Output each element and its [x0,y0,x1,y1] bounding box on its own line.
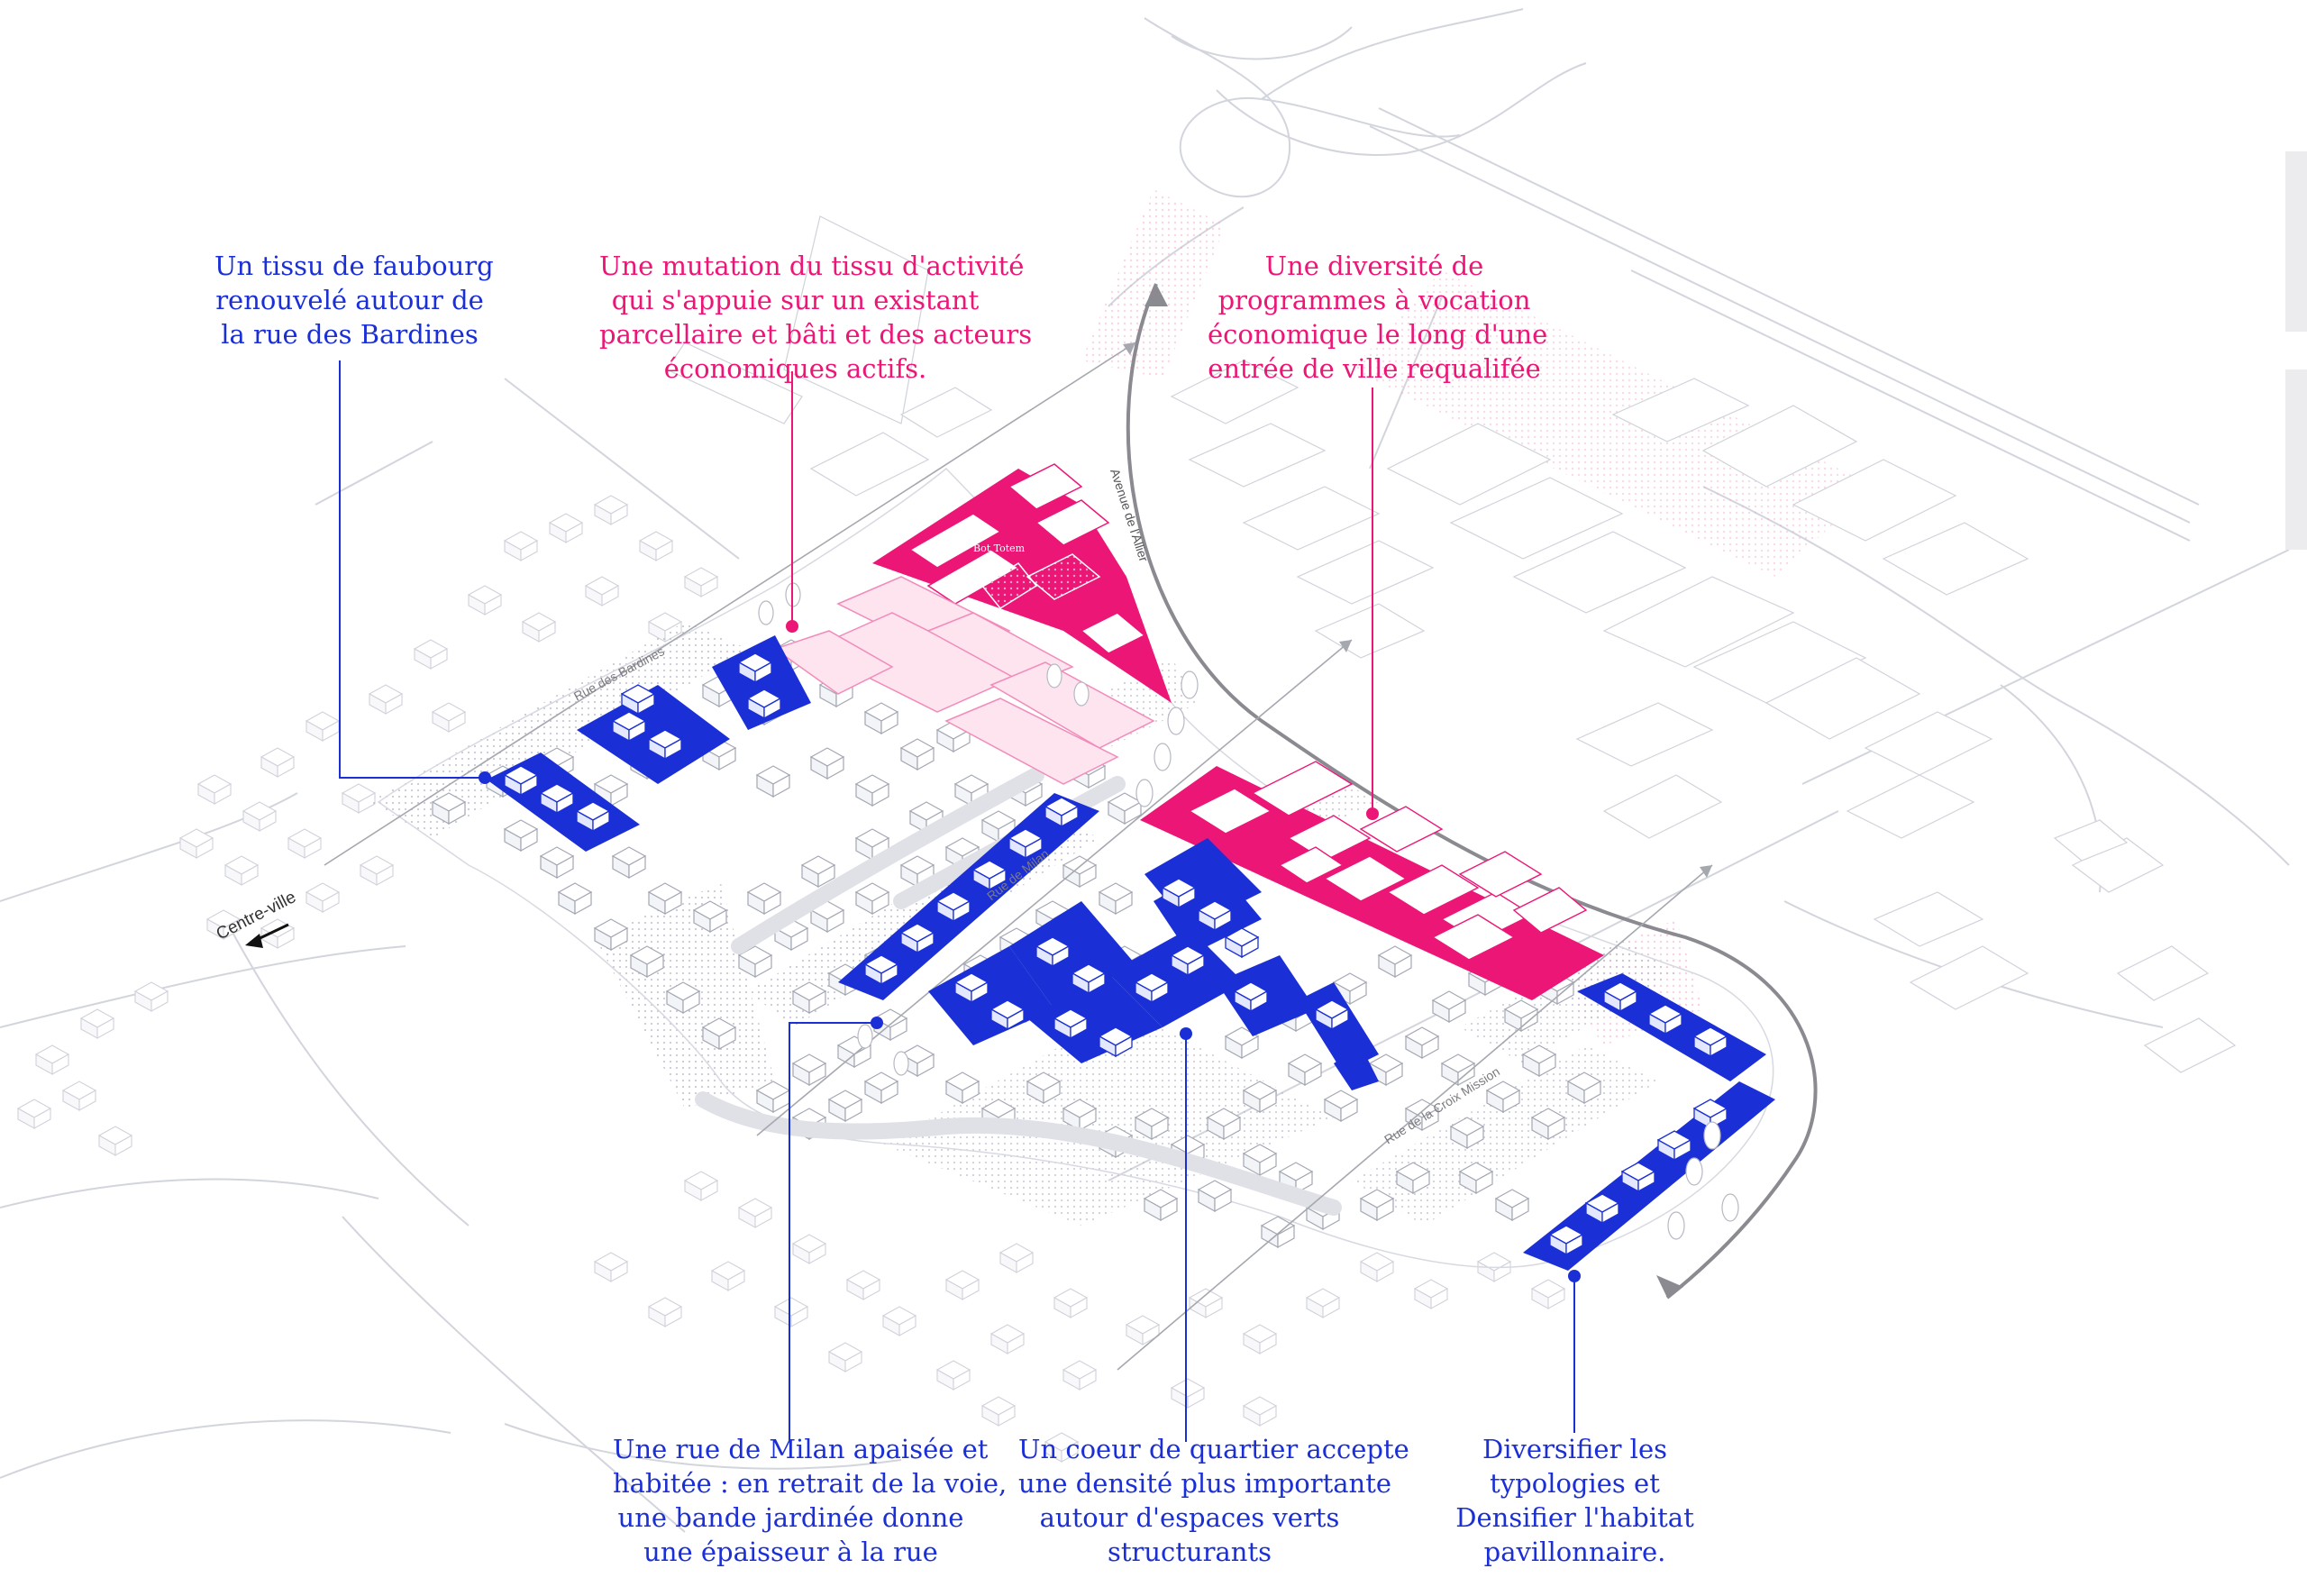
leader-dots [479,620,1581,1282]
centre-ville-arrow-icon [245,923,289,948]
side-tab-bottom[interactable] [2285,369,2307,550]
annotation-coeur: Un coeur de quartier accepte une densité… [1018,1434,1409,1567]
annotation-typologies: Diversifier les typologies et Densifier … [1455,1434,1694,1567]
avenue-allier-label: Avenue de l'Allier [1108,467,1152,563]
annotation-mutation: Une mutation du tissu d'activité qui s'a… [599,251,1033,384]
annotation-faubourg: Un tissu de faubourg renouvelé autour de… [214,251,494,350]
totem-label: Bot Totem [973,543,1026,554]
side-tab-top[interactable] [2285,151,2307,332]
context-buildings [17,215,2237,1463]
leader-lines [339,360,1575,1442]
trees [758,582,1739,1240]
activity-buildings: Bot Totem [773,463,1604,1000]
annotation-milan: Une rue de Milan apaisée et habitée : en… [613,1434,1008,1567]
annotation-diversite: Une diversité de programmes à vocation é… [1208,251,1548,384]
